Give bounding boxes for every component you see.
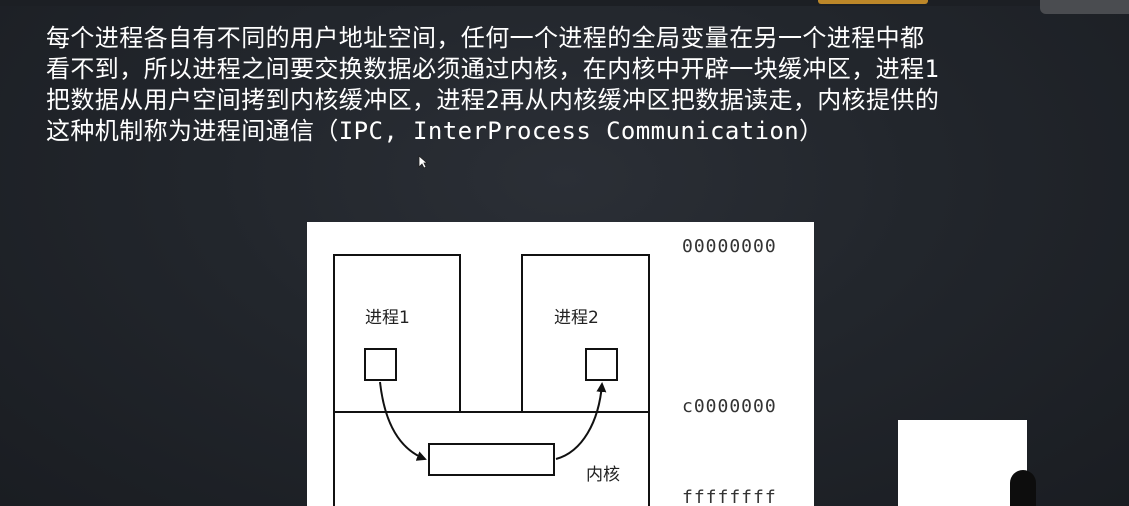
process1-box — [333, 254, 461, 413]
address-kernel-start: c0000000 — [682, 396, 777, 417]
top-accent-bar — [818, 0, 928, 4]
mouse-cursor-icon — [418, 155, 428, 169]
kernel-buffer — [428, 443, 555, 476]
process1-label: 进程1 — [365, 308, 410, 328]
top-corner-control — [1040, 0, 1129, 14]
address-bottom: ffffffff — [682, 487, 777, 506]
process1-data-box — [364, 348, 397, 381]
ipc-diagram-drawing — [333, 254, 650, 506]
copy-in-arrow — [379, 381, 427, 461]
overlay-white-panel — [898, 420, 1027, 506]
process2-label: 进程2 — [554, 308, 599, 328]
overlay-dark-edge — [1010, 470, 1036, 506]
process2-data-box — [585, 348, 618, 381]
copy-out-arrow — [555, 382, 607, 460]
address-top: 00000000 — [682, 236, 777, 257]
process2-box — [521, 254, 650, 413]
top-strip — [0, 0, 1129, 6]
kernel-label: 内核 — [586, 465, 620, 485]
ipc-diagram: 进程1 进程2 内核 00000000 c0000000 ffffffff — [307, 222, 814, 506]
ipc-description: 每个进程各自有不同的用户地址空间，任何一个进程的全局变量在另一个进程中都 看不到… — [46, 24, 940, 145]
